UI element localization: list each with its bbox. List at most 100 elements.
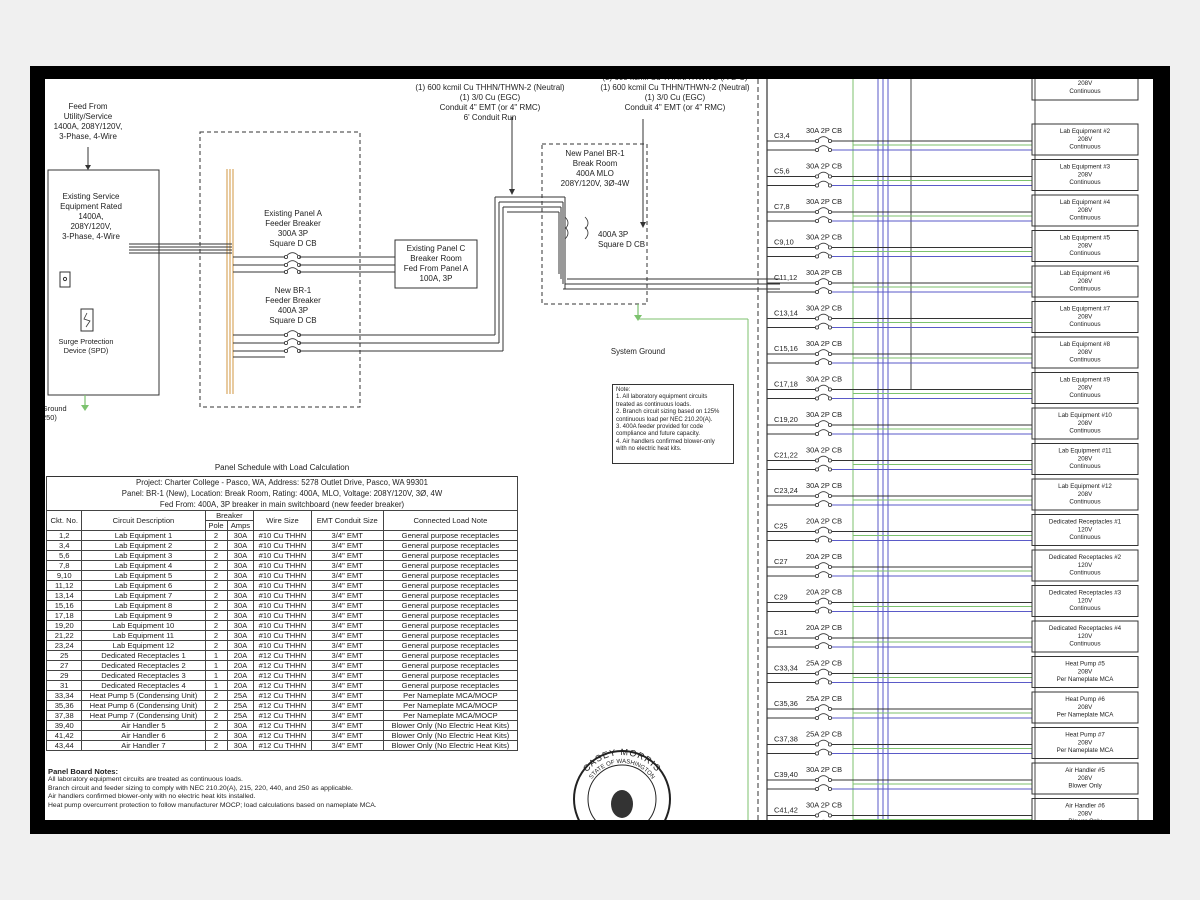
load-label-line: Continuous [1069, 605, 1100, 612]
load-label-line: Per Nameplate MCA [1057, 676, 1115, 683]
circuit-breaker-label: 30A 2P CB [806, 162, 842, 171]
table-cell: 30A [226, 550, 255, 561]
breaker-arc [286, 330, 299, 334]
circuit-number: C5,6 [774, 167, 790, 176]
load-label-line: 208V [1078, 171, 1093, 178]
breaker-arc [817, 180, 830, 185]
table-cell: Dedicated Receptacles 2 [81, 660, 206, 671]
new-panel-label-line: Break Room [573, 159, 618, 168]
table-cell: Heat Pump 7 (Condensing Unit) [81, 710, 206, 721]
table-cell: 30A [226, 640, 255, 651]
circuit-breaker-label: 30A 2P CB [806, 304, 842, 313]
table-cell: Lab Equipment 10 [81, 620, 206, 631]
breaker-terminal [828, 280, 833, 285]
panel-a-breaker-label-line: Square D CB [269, 239, 316, 248]
table-cell: 2 [204, 740, 228, 751]
load-box [1031, 265, 1139, 298]
breaker-terminal [815, 502, 820, 507]
table-row: Fed From: 400A, 3P breaker in main switc… [46, 499, 518, 511]
circuit-number: C13,14 [774, 309, 798, 318]
breaker-arc [817, 207, 830, 211]
new-panel-label-line: 400A MLO [576, 169, 614, 178]
circuit-breaker-symbol [815, 136, 833, 144]
circuit-breaker-label: 30A 2P CB [806, 801, 842, 810]
circuit-breaker-symbol [815, 491, 833, 498]
top-box-label-line: 208V [1078, 80, 1093, 87]
table-cell: General purpose receptacles [382, 600, 519, 611]
circuit-number: C29 [774, 593, 788, 602]
breaker-arc [817, 668, 830, 673]
table-cell: 33,34 [45, 690, 83, 701]
breaker-arc [817, 349, 830, 353]
load-box [1031, 478, 1139, 511]
main-breaker-label-line: 400A 3P [598, 230, 628, 239]
load-label-line: Continuous [1069, 179, 1100, 186]
breaker-arc [817, 322, 830, 327]
table-cell: 3/4" EMT [310, 650, 384, 661]
table-cell: 30A [226, 730, 255, 741]
table-cell: General purpose receptacles [382, 630, 519, 641]
table-cell: 3/4" EMT [310, 700, 384, 711]
table-cell: Lab Equipment 7 [81, 590, 206, 601]
service-equipment-box [47, 169, 160, 396]
table-cell: 19,20 [45, 620, 83, 631]
breaker-symbol [283, 260, 301, 267]
load-label-line: Continuous [1069, 534, 1100, 541]
table-cell: General purpose receptacles [382, 570, 519, 581]
circuit-breaker-label: 25A 2P CB [806, 730, 842, 739]
table-cell: 30A [226, 580, 255, 591]
spd-box [80, 308, 94, 332]
breaker-arc [817, 500, 830, 504]
seal-name-path: CASEY MORRIS [581, 747, 662, 774]
table-cell: 41,42 [45, 730, 83, 741]
breaker-arc [817, 251, 830, 256]
note-line: 2. Branch circuit sizing based on 125% [616, 409, 720, 416]
br1-breaker-label-line: 400A 3P [278, 306, 308, 315]
breaker-terminal [828, 538, 833, 543]
breaker-arc [817, 677, 830, 682]
service-equipment-label-line: Existing Service [63, 192, 120, 201]
breaker-arc [817, 464, 830, 469]
circuit-breaker-symbol [815, 429, 833, 436]
table-cell: 2 [204, 530, 228, 541]
table-cell: 2 [204, 640, 228, 651]
breaker-terminal [815, 636, 820, 641]
load-box [1031, 301, 1139, 333]
load-label-line: 208V [1078, 668, 1093, 675]
load-label-line: 208V [1078, 455, 1093, 462]
load-box [1031, 762, 1139, 795]
arrow-head [640, 222, 646, 228]
load-box [1031, 443, 1139, 475]
circuit-breaker-label: 30A 2P CB [806, 446, 842, 455]
load-label-line: Lab Equipment #6 [1060, 270, 1111, 277]
col-header: Breaker [204, 510, 255, 521]
panel-c-label-line: Existing Panel C [407, 244, 466, 253]
breaker-arc [817, 526, 830, 531]
table-cell: 3/4" EMT [310, 730, 384, 741]
panel-note-line: All laboratory equipment circuits are tr… [48, 776, 243, 784]
panel-a-breaker-label-line: Feeder Breaker [265, 219, 321, 228]
circuit-number: C33,34 [774, 664, 798, 673]
table-row: Project: Charter College - Pasco, WA, Ad… [46, 476, 518, 488]
circuit-breaker-symbol [815, 642, 833, 650]
table-cell: 20A [226, 670, 255, 681]
breaker-arc [286, 346, 299, 350]
table-cell: #10 Cu THHN [253, 580, 312, 591]
panel-c-label-line: Breaker Room [410, 254, 462, 263]
circuit-breaker-symbol [815, 322, 833, 330]
table-cell: General purpose receptacles [382, 540, 519, 551]
breaker-terminal [828, 636, 833, 641]
col-header: EMT Conduit Size [310, 510, 384, 531]
load-box [1031, 727, 1139, 759]
circuit-breaker-symbol [815, 358, 833, 365]
panel-c-label-line: Fed From Panel A [404, 264, 469, 273]
load-label-line: 120V [1078, 633, 1093, 640]
table-cell: 43,44 [45, 740, 83, 751]
breaker-terminal [815, 564, 820, 569]
